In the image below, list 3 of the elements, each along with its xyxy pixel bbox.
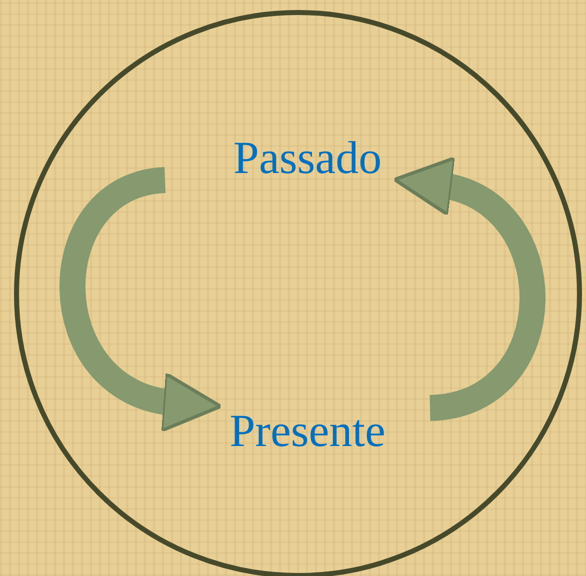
node-label: Presente <box>180 400 435 460</box>
node-label: Passado <box>170 125 445 190</box>
outer-circle <box>14 10 582 576</box>
